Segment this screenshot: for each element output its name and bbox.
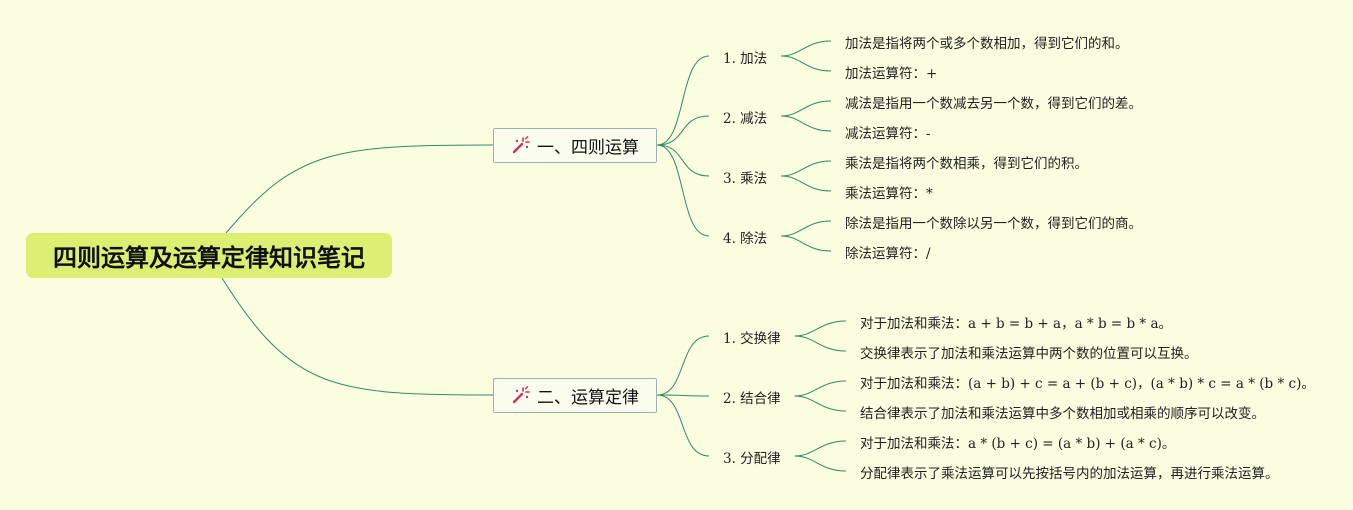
- edge-root-to-branch-1: [225, 144, 494, 234]
- subtopic-1-3[interactable]: 3. 乘法: [723, 171, 768, 187]
- leaf-note[interactable]: 除法是指用一个数除以另一个数，得到它们的商。: [845, 216, 1142, 232]
- edge-branch-1-to-sub-4: [656, 144, 710, 237]
- edge-sub-1-1-to-leaf-2: [781, 55, 832, 72]
- edge-sub-2-1-to-leaf-2: [794, 335, 847, 352]
- branch-topic-label: 一、四则运算: [537, 137, 639, 158]
- magic-wand-icon: [511, 385, 531, 405]
- leaf-note[interactable]: 加法是指将两个或多个数相加，得到它们的和。: [845, 36, 1129, 52]
- leaf-note[interactable]: 结合律表示了加法和乘法运算中多个数相加或相乘的顺序可以改变。: [860, 406, 1265, 422]
- leaf-note[interactable]: 乘法是指将两个数相乘，得到它们的积。: [845, 156, 1088, 172]
- subtopic-2-1[interactable]: 1. 交换律: [723, 331, 781, 347]
- edge-root-to-branch-2: [221, 277, 494, 396]
- subtopic-2-3[interactable]: 3. 分配律: [723, 451, 781, 467]
- edge-branch-2-to-sub-2: [656, 394, 710, 397]
- edge-sub-2-1-to-leaf-1: [794, 320, 847, 337]
- subtopic-2-2[interactable]: 2. 结合律: [723, 391, 781, 407]
- branch-topic-2[interactable]: 二、运算定律: [493, 377, 657, 413]
- subtopic-1-1[interactable]: 1. 加法: [723, 51, 768, 67]
- leaf-note[interactable]: 分配律表示了乘法运算可以先按括号内的加法运算，再进行乘法运算。: [860, 466, 1279, 482]
- leaf-note[interactable]: 交换律表示了加法和乘法运算中两个数的位置可以互换。: [860, 346, 1198, 362]
- leaf-note[interactable]: 加法运算符：+: [845, 66, 938, 82]
- magic-wand-icon: [511, 135, 531, 155]
- branch-topic-1[interactable]: 一、四则运算: [493, 127, 657, 163]
- edge-sub-2-3-to-leaf-1: [794, 440, 847, 457]
- leaf-note[interactable]: 对于加法和乘法：(a + b) + c = a + (b + c)，(a * b…: [860, 376, 1315, 392]
- leaf-note[interactable]: 对于加法和乘法：a + b = b + a，a * b = b * a。: [860, 316, 1173, 332]
- edge-branch-1-to-sub-3: [656, 144, 710, 177]
- leaf-note[interactable]: 乘法运算符：*: [845, 186, 933, 202]
- edge-sub-1-3-to-leaf-2: [781, 175, 832, 192]
- edge-sub-1-4-to-leaf-2: [781, 235, 832, 252]
- leaf-note[interactable]: 除法运算符：/: [845, 246, 931, 262]
- leaf-note[interactable]: 减法是指用一个数减去另一个数，得到它们的差。: [845, 96, 1142, 112]
- edge-branch-1-to-sub-2: [656, 115, 710, 146]
- subtopic-1-4[interactable]: 4. 除法: [723, 231, 768, 247]
- edge-sub-2-2-to-leaf-2: [794, 395, 847, 412]
- edge-sub-1-2-to-leaf-1: [781, 100, 832, 117]
- leaf-note[interactable]: 对于加法和乘法：a * (b + c) = (a * b) + (a * c)。: [860, 436, 1176, 452]
- root-topic-label: 四则运算及运算定律知识笔记: [53, 244, 365, 272]
- edge-branch-1-to-sub-1: [656, 55, 710, 146]
- edge-sub-2-3-to-leaf-2: [794, 455, 847, 472]
- edge-sub-1-1-to-leaf-1: [781, 40, 832, 57]
- edge-sub-2-2-to-leaf-1: [794, 380, 847, 397]
- edge-sub-1-2-to-leaf-2: [781, 115, 832, 132]
- edge-sub-1-3-to-leaf-1: [781, 160, 832, 177]
- branch-topic-label: 二、运算定律: [537, 387, 639, 408]
- root-topic[interactable]: 四则运算及运算定律知识笔记: [26, 233, 392, 278]
- edge-branch-2-to-sub-1: [656, 335, 710, 396]
- leaf-note[interactable]: 减法运算符：-: [845, 126, 931, 142]
- edge-branch-2-to-sub-3: [656, 394, 710, 457]
- subtopic-1-2[interactable]: 2. 减法: [723, 111, 768, 127]
- edge-sub-1-4-to-leaf-1: [781, 220, 832, 237]
